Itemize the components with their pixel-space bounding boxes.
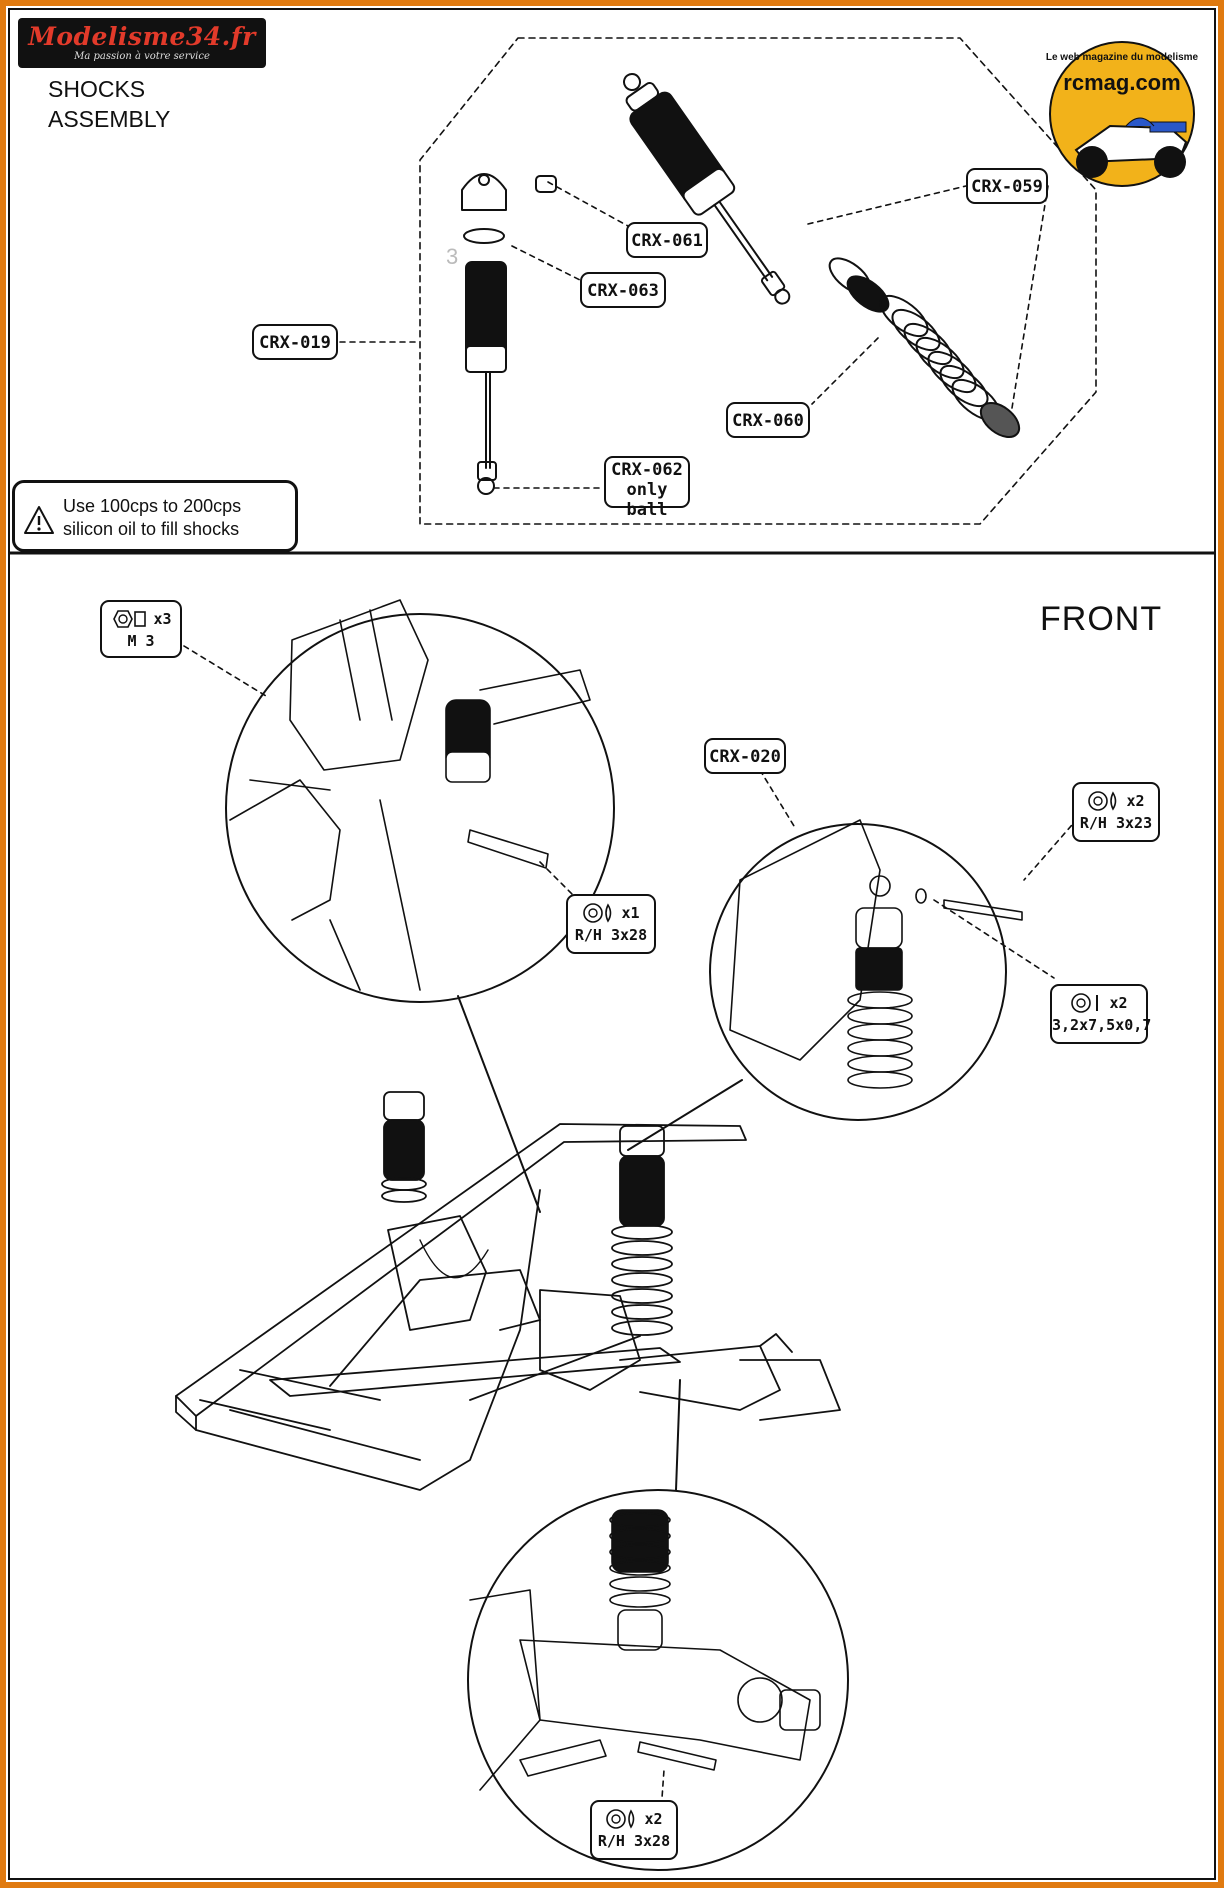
hardware-nut-qty: x3	[153, 610, 172, 628]
hardware-screw-bottom-label: R/H 3x28	[597, 1832, 671, 1850]
washer-icon	[1071, 993, 1099, 1013]
inner-frame	[8, 8, 1216, 1880]
top-detail-art	[229, 599, 591, 991]
hardware-nut-label: M 3	[127, 632, 155, 650]
leader-screw-right	[1023, 817, 1079, 881]
warning-line2: silicon oil to fill shocks	[63, 519, 240, 539]
warning-line1: Use 100cps to 200cps	[63, 496, 242, 516]
shock-cap-part	[461, 173, 507, 211]
part-tag-crx-019: CRX-019	[252, 324, 338, 360]
rcmag-badge-icon: rcmag.com Le web magazine du modelisme	[1046, 41, 1199, 187]
warning-triangle-icon	[24, 506, 54, 534]
brand-name: Modelisme34.fr	[28, 22, 256, 51]
leader-crx-059-a	[807, 185, 967, 225]
rcmag-site: rcmag.com	[1063, 70, 1180, 95]
round-head-screw-icon	[606, 1809, 635, 1829]
right-detail-art	[729, 819, 1023, 1089]
hardware-screw-right-qty: x2	[1126, 792, 1145, 810]
part-tag-crx-059: CRX-059	[966, 168, 1048, 204]
leader-crx-063	[511, 245, 581, 281]
leader-crx-060	[811, 337, 879, 405]
leader-crx-061	[547, 181, 629, 227]
step-number: 3	[446, 244, 458, 269]
part-tag-crx-020: CRX-020	[704, 738, 786, 774]
hardware-washer-qty: x2	[1109, 994, 1128, 1012]
lower-spring-retainer	[979, 402, 1021, 438]
connect-top	[457, 995, 541, 1213]
hardware-screw-right-label: R/H 3x23	[1079, 814, 1153, 832]
oil-warning-box: Use 100cps to 200cps silicon oil to fill…	[12, 480, 298, 552]
part-tag-crx-062-line1: CRX-062	[611, 460, 683, 480]
connect-right	[627, 1079, 743, 1151]
part-tag-crx-062-line2: only ball	[626, 480, 668, 520]
hardware-tag-screw-bottom: x2 R/H 3x28	[590, 1800, 678, 1860]
hardware-screw-top-label: R/H 3x28	[574, 926, 648, 944]
detail-circle-top	[225, 613, 615, 1003]
parts-dashed-region	[419, 37, 1097, 525]
round-head-screw-icon	[583, 903, 612, 923]
hardware-screw-top-qty: x1	[621, 904, 640, 922]
section-heading-line2: ASSEMBLY	[48, 106, 171, 132]
rcmag-tagline: Le web magazine du modelisme	[1046, 52, 1199, 63]
hardware-tag-washer: x2 3,2x7,5x0,7	[1050, 984, 1152, 1044]
bushing-part	[535, 175, 557, 193]
part-tag-crx-062: CRX-062 only ball	[604, 456, 690, 520]
spring-collar	[846, 275, 890, 313]
leader-screw-top	[539, 861, 581, 903]
view-label-front: FRONT	[1040, 600, 1163, 638]
part-tag-crx-060: CRX-060	[726, 402, 810, 438]
hardware-washer-label: 3,2x7,5x0,7	[1052, 1016, 1152, 1034]
detail-circle-right	[709, 823, 1007, 1121]
hardware-screw-bottom-qty: x2	[644, 1810, 663, 1828]
round-head-screw-icon	[1088, 791, 1117, 811]
section-heading-line1: SHOCKS	[48, 76, 146, 102]
leader-crx-059-b	[1011, 185, 1049, 409]
diagonal-shock-part	[623, 73, 791, 305]
hardware-tag-nut: x3 M 3	[100, 600, 182, 658]
lock-nut-icon	[113, 610, 147, 628]
hardware-tag-screw-right: x2 R/H 3x23	[1072, 782, 1160, 842]
rcmag-watermark: rcmag.com Le web magazine du modelisme	[1030, 30, 1210, 190]
section-heading: SHOCKS ASSEMBLY	[48, 74, 170, 134]
leader-nut	[183, 645, 267, 697]
hardware-tag-screw-top: x1 R/H 3x28	[566, 894, 656, 954]
part-tag-crx-061: CRX-061	[626, 222, 708, 258]
connect-bottom	[675, 1379, 681, 1491]
brand-logo[interactable]: Modelisme34.fr Ma passion à votre servic…	[18, 18, 266, 68]
detail-circle-bottom	[467, 1489, 849, 1871]
leader-washer	[933, 899, 1055, 979]
leader-crx-020	[759, 769, 795, 827]
shock-body-part	[465, 261, 507, 495]
oring-part	[463, 228, 505, 244]
bottom-detail-art	[469, 1509, 821, 1791]
chassis-art	[175, 1091, 841, 1491]
brand-slogan: Ma passion à votre service	[74, 51, 210, 62]
part-tag-crx-063: CRX-063	[580, 272, 666, 308]
